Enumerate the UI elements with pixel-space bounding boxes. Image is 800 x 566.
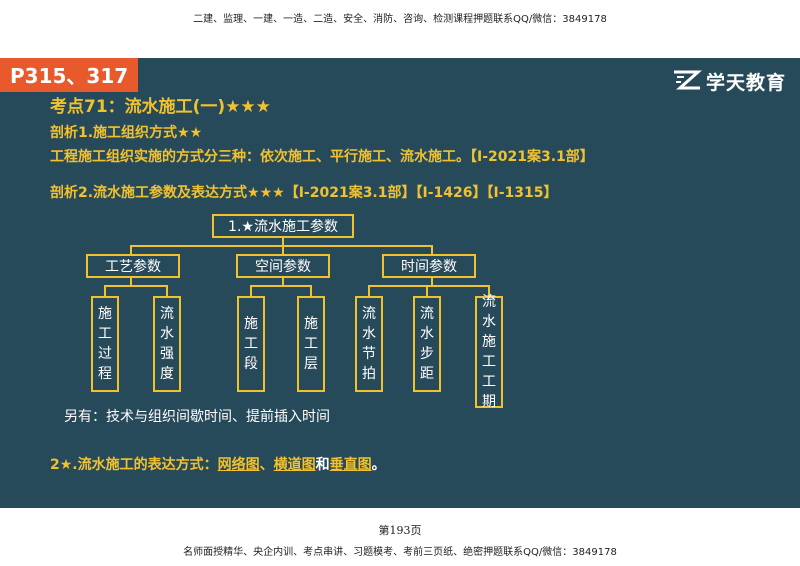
connector [431, 278, 433, 286]
connector [166, 285, 168, 296]
connector [104, 285, 168, 287]
analysis-2-title: 剖析2.流水施工参数及表达方式★★★【Ⅰ-2021案3.1部】【Ⅰ-1426】【… [50, 185, 558, 201]
connector [282, 245, 284, 254]
conjunction: 和 [315, 457, 330, 473]
connector [488, 285, 490, 296]
analysis-1-body: 工程施工组织实施的方式分三种：依次施工、平行施工、流水施工。【Ⅰ-2021案3.… [50, 149, 594, 165]
bar-chart-link[interactable]: 横道图 [273, 457, 316, 473]
page-reference-tag: P315、317 [0, 58, 139, 92]
separator: 、 [259, 457, 274, 473]
item-box-flow-beat: 流水节拍 [355, 296, 383, 392]
connector [104, 285, 106, 296]
item-box-construction-section: 施工段 [237, 296, 265, 392]
expression-prefix: 2★.流水施工的表达方式： [50, 457, 218, 473]
group-box-time: 时间参数 [382, 254, 476, 278]
bottom-contact-banner: 名师面授精华、央企内训、考点串讲、习题模考、考前三页纸、绝密押题联系QQ/微信：… [183, 547, 617, 558]
connector [368, 285, 490, 287]
connector [130, 245, 132, 254]
brand-name: 学天教育 [705, 72, 786, 94]
item-box-construction-process: 施工过程 [91, 296, 119, 392]
item-box-flow-step: 流水步距 [413, 296, 441, 392]
network-diagram-link[interactable]: 网络图 [217, 457, 260, 473]
connector [250, 285, 252, 296]
period: 。 [371, 457, 386, 473]
slide: P315、317 学天教育 考点71：流水施工(一)★★★ 剖析1.施工组织方式… [0, 58, 800, 508]
connector [368, 285, 370, 296]
top-contact-banner: 二建、监理、一建、一造、二造、安全、消防、咨询、检测课程押题联系QQ/微信：38… [193, 14, 607, 25]
analysis-1-title: 剖析1.施工组织方式★★ [50, 125, 203, 141]
topic-heading: 考点71：流水施工(一)★★★ [50, 97, 271, 117]
connector [282, 278, 284, 286]
group-box-space: 空间参数 [236, 254, 330, 278]
connector [250, 285, 312, 287]
connector [426, 285, 428, 296]
xuetian-logo-icon [672, 69, 702, 95]
connector [282, 238, 284, 246]
vertical-chart-link[interactable]: 垂直图 [329, 457, 372, 473]
additional-note: 另有：技术与组织间歇时间、提前插入时间 [64, 409, 330, 425]
item-box-flow-intensity: 流水强度 [153, 296, 181, 392]
expression-methods-line: 2★.流水施工的表达方式：网络图、横道图和垂直图。 [50, 454, 386, 474]
connector [310, 285, 312, 296]
group-box-process: 工艺参数 [86, 254, 180, 278]
diagram-root-box: 1.★流水施工参数 [212, 214, 354, 238]
brand-logo: 学天教育 [672, 68, 786, 95]
item-box-flow-duration: 流水施工工期 [475, 294, 503, 410]
item-box-construction-layer: 施工层 [297, 296, 325, 392]
connector [431, 245, 433, 254]
page-number: 第193页 [378, 524, 422, 537]
connector [130, 245, 433, 247]
connector [130, 278, 132, 286]
